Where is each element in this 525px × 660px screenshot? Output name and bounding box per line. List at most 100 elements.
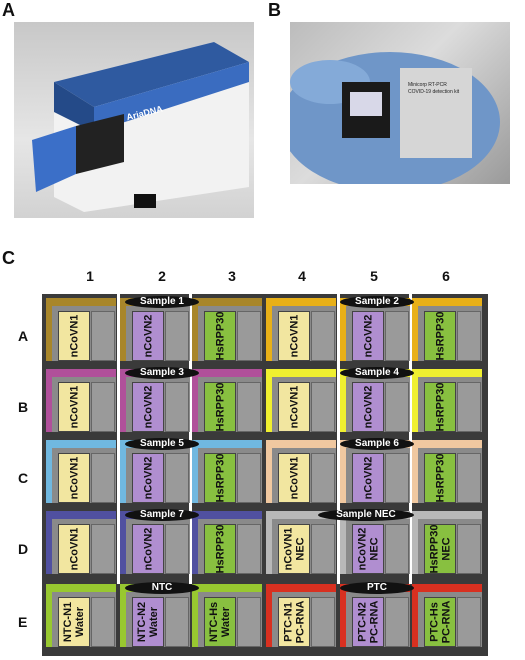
well-B4: nCoVN1 — [266, 369, 336, 432]
well-side-bar — [266, 440, 272, 503]
tube-label: nCoVN1 — [68, 385, 80, 429]
well-A5: nCoVN2 — [340, 298, 410, 361]
well-band — [192, 511, 262, 519]
tube-label: HsRPP30 — [214, 453, 227, 503]
well-side-bar — [192, 440, 198, 503]
tube-label-box: nCoVN2 — [132, 311, 164, 361]
well-band — [266, 440, 336, 448]
tube-label: nCoVN2 — [362, 314, 374, 358]
well-band — [412, 369, 482, 377]
tube-label: HsRPP30 — [214, 311, 227, 361]
empty-slot — [385, 524, 409, 574]
well-side-bar — [120, 298, 126, 361]
sample-label: NTC — [125, 582, 199, 594]
empty-slot — [311, 597, 335, 647]
column-number: 4 — [298, 268, 306, 284]
well-side-bar — [120, 584, 126, 647]
well-A3: HsRPP30 — [192, 298, 262, 361]
empty-slot — [165, 311, 189, 361]
well-side-bar — [120, 369, 126, 432]
well-side-bar — [120, 440, 126, 503]
well-C1: nCoVN1 — [46, 440, 116, 503]
row-letter: E — [18, 614, 28, 630]
sample-label: Sample 6 — [340, 438, 414, 450]
column-number: 5 — [370, 268, 378, 284]
tube-label: nCoVN1 — [288, 385, 300, 429]
well-band — [412, 298, 482, 306]
well-band — [46, 584, 116, 592]
empty-slot — [311, 311, 335, 361]
row-letter: D — [18, 541, 29, 557]
tube-label: nCoVN1 — [288, 456, 300, 500]
tube-label: HsRPP30 — [434, 453, 447, 503]
well-band — [46, 298, 116, 306]
sample-label: PTC — [340, 582, 414, 594]
well-side-bar — [412, 511, 418, 574]
well-band — [46, 511, 116, 519]
well-side-bar — [340, 584, 346, 647]
empty-slot — [91, 382, 115, 432]
well-side-bar — [266, 584, 272, 647]
tube-label: HsRPP30 — [434, 382, 447, 432]
row-letter: B — [18, 399, 29, 415]
empty-slot — [385, 453, 409, 503]
well-band — [192, 369, 262, 377]
well-D3: HsRPP30 — [192, 511, 262, 574]
empty-slot — [237, 382, 261, 432]
empty-slot — [385, 597, 409, 647]
tube-label-box: nCoVN1 — [58, 524, 90, 574]
panel-letter-c: C — [2, 248, 15, 268]
tube-label-box: HsRPP30 — [204, 382, 236, 432]
well-B3: HsRPP30 — [192, 369, 262, 432]
sample-label: Sample 4 — [340, 367, 414, 379]
empty-slot — [91, 453, 115, 503]
tube-label: nCoVN1 — [68, 456, 80, 500]
empty-slot — [165, 382, 189, 432]
well-C5: nCoVN2 — [340, 440, 410, 503]
empty-slot — [91, 311, 115, 361]
well-side-bar — [340, 369, 346, 432]
empty-slot — [237, 524, 261, 574]
sample-label: Sample 2 — [340, 296, 414, 308]
well-side-bar — [412, 298, 418, 361]
packet-label-2: COVID-19 detection kit — [408, 89, 460, 95]
column-divider — [337, 294, 340, 584]
well-C2: nCoVN2 — [120, 440, 190, 503]
column-divider — [409, 294, 412, 584]
well-D1: nCoVN1 — [46, 511, 116, 574]
tube-label: nCoVN1 — [68, 527, 80, 571]
well-band — [46, 369, 116, 377]
sample-label: Sample NEC — [318, 509, 414, 521]
tube-label-box: HsRPP30 — [424, 382, 456, 432]
well-side-bar — [266, 369, 272, 432]
well-side-bar — [340, 440, 346, 503]
row-letter: A — [18, 328, 29, 344]
empty-slot — [385, 382, 409, 432]
tube-label-box: nCoVN1 — [58, 311, 90, 361]
panel-letter-a: A — [2, 0, 15, 20]
well-C6: HsRPP30 — [412, 440, 482, 503]
well-A1: nCoVN1 — [46, 298, 116, 361]
column-divider — [189, 294, 192, 584]
tube-label-box: nCoVN2 — [132, 524, 164, 574]
tube-label: HsRPP30 — [434, 311, 447, 361]
tube-label: nCoVN2 — [362, 385, 374, 429]
tube-label-box: HsRPP30 — [424, 311, 456, 361]
empty-slot — [385, 311, 409, 361]
sample-label: Sample 3 — [125, 367, 199, 379]
kit-photo: Minicorp RT-PCR COVID-19 detection kit — [290, 22, 510, 184]
well-side-bar — [46, 511, 52, 574]
empty-slot — [237, 311, 261, 361]
